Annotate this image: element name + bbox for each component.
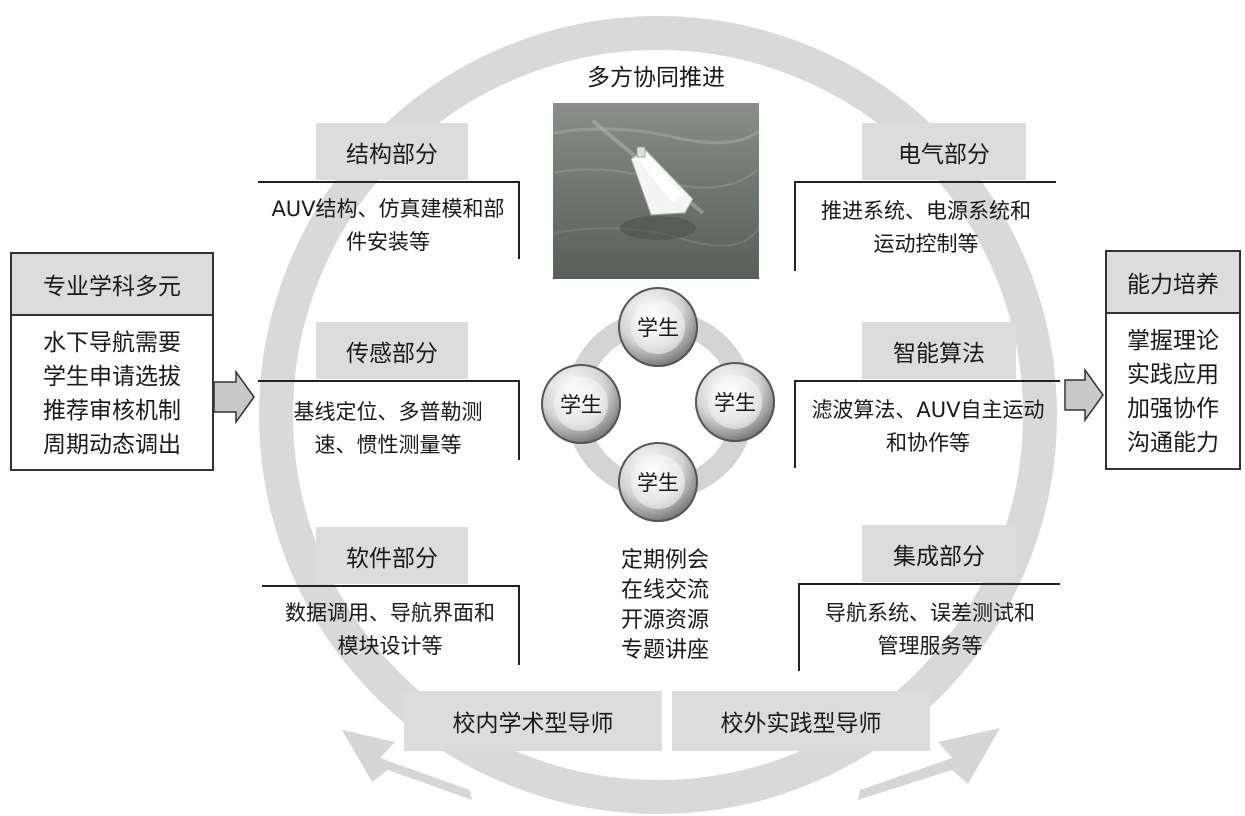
module-software-label: 软件部分 (316, 527, 468, 584)
desc-line: 基线定位、多普勒测 (258, 396, 518, 429)
student-node-top: 学生 (618, 287, 698, 367)
right-box-line: 实践应用 (1107, 358, 1239, 392)
student-node-bottom: 学生 (618, 442, 698, 522)
student-node-right: 学生 (695, 362, 775, 442)
left-box-lines: 水下导航需要 学生申请选拔 推荐审核机制 周期动态调出 (12, 316, 212, 462)
module-algorithm-label: 智能算法 (862, 322, 1016, 379)
mentor-internal: 校内学术型导师 (404, 691, 662, 751)
student-node-left: 学生 (541, 364, 621, 444)
right-box-line: 加强协作 (1107, 392, 1239, 426)
desc-line: 管理服务等 (800, 630, 1060, 663)
desc-line: 导航系统、误差测试和 (800, 597, 1060, 630)
top-title: 多方协同推进 (553, 50, 759, 100)
module-integration-desc: 导航系统、误差测试和 管理服务等 (798, 583, 1060, 671)
left-box-line: 学生申请选拔 (12, 360, 212, 394)
right-box-line: 沟通能力 (1107, 426, 1239, 460)
right-box-ability: 能力培养 掌握理论 实践应用 加强协作 沟通能力 (1105, 250, 1241, 470)
desc-line: 数据调用、导航界面和 (262, 597, 518, 630)
desc-line: 滤波算法、AUV自主运动 (796, 394, 1060, 427)
method-item: 专题讲座 (585, 636, 745, 666)
desc-line: 运动控制等 (796, 228, 1056, 261)
module-software-desc: 数据调用、导航界面和 模块设计等 (262, 585, 520, 665)
collaboration-methods: 定期例会 在线交流 开源资源 专题讲座 (585, 546, 745, 666)
left-box-discipline: 专业学科多元 水下导航需要 学生申请选拔 推荐审核机制 周期动态调出 (10, 252, 214, 471)
arrow-right-right (1065, 370, 1103, 420)
module-electrical-label: 电气部分 (862, 123, 1026, 180)
auv-photo (553, 103, 759, 279)
module-structure-desc: AUV结构、仿真建模和部 件安装等 (258, 181, 520, 259)
module-electrical-desc: 推进系统、电源系统和 运动控制等 (794, 181, 1056, 271)
module-sensing-desc: 基线定位、多普勒测 速、惯性测量等 (258, 380, 520, 460)
student-label: 学生 (708, 375, 762, 429)
desc-line: 和协作等 (796, 427, 1060, 460)
desc-line: 推进系统、电源系统和 (796, 195, 1056, 228)
module-sensing-label: 传感部分 (316, 322, 468, 379)
right-box-line: 掌握理论 (1107, 324, 1239, 358)
student-label: 学生 (554, 377, 608, 431)
module-structure-label: 结构部分 (316, 123, 468, 180)
desc-line: 速、惯性测量等 (258, 429, 518, 462)
mentor-external: 校外实践型导师 (672, 691, 930, 751)
left-box-line: 水下导航需要 (12, 326, 212, 360)
method-item: 开源资源 (585, 606, 745, 636)
left-box-line: 周期动态调出 (12, 428, 212, 462)
module-integration-label: 集成部分 (862, 525, 1016, 582)
arrow-right-left (214, 372, 254, 422)
right-box-lines: 掌握理论 实践应用 加强协作 沟通能力 (1107, 314, 1239, 460)
student-label: 学生 (631, 300, 685, 354)
module-algorithm-desc: 滤波算法、AUV自主运动 和协作等 (794, 380, 1060, 468)
left-box-title: 专业学科多元 (12, 254, 212, 316)
desc-line: AUV结构、仿真建模和部 (258, 193, 518, 226)
student-label: 学生 (631, 455, 685, 509)
method-item: 定期例会 (585, 546, 745, 576)
right-box-title: 能力培养 (1107, 252, 1239, 314)
desc-line: 模块设计等 (262, 630, 518, 663)
left-box-line: 推荐审核机制 (12, 394, 212, 428)
desc-line: 件安装等 (258, 226, 518, 259)
method-item: 在线交流 (585, 576, 745, 606)
